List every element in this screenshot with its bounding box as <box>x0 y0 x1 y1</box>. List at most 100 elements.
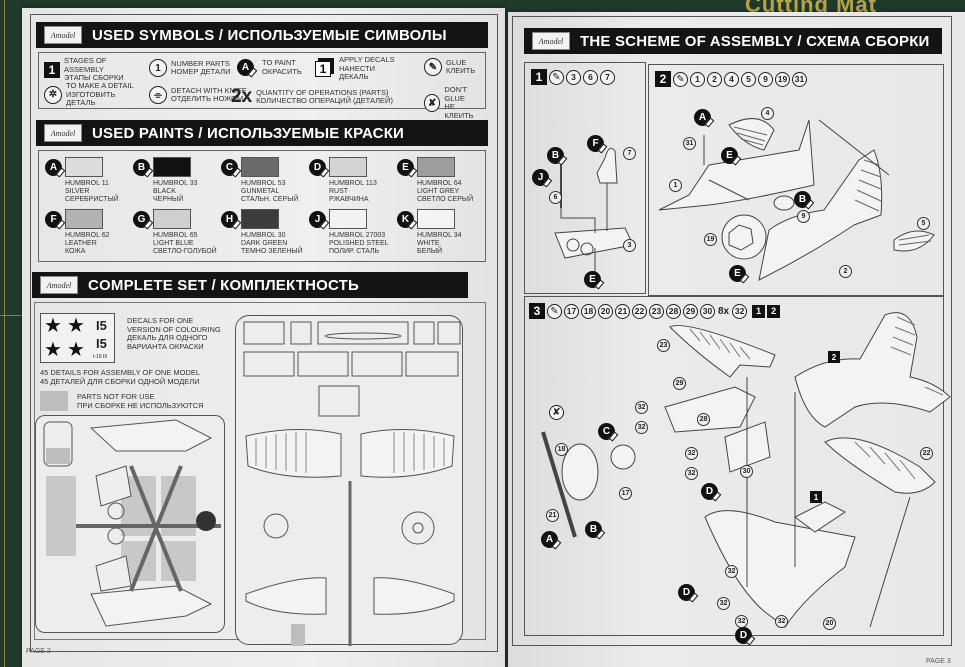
step-3-drawing <box>541 312 951 628</box>
paint-callout: A <box>541 531 558 548</box>
section-title: THE SCHEME OF ASSEMBLY / СХЕМА СБОРКИ <box>580 32 930 50</box>
section-header-assembly: Amodel THE SCHEME OF ASSEMBLY / СХЕМА СБ… <box>524 28 942 54</box>
text-line: DECALS FOR ONE <box>127 316 194 325</box>
part-number: 4 <box>724 71 739 87</box>
paint-callout: A <box>694 109 711 126</box>
paint-callout: D <box>735 627 752 644</box>
decal-icon: 1 <box>315 60 331 77</box>
symbol-text: NUMBER PARTS <box>171 58 230 68</box>
part-label: 28 <box>697 413 710 426</box>
page-frame <box>30 14 498 652</box>
sprue-a-frame <box>35 415 225 633</box>
symbol-text: КОЛИЧЕСТВО ОПЕРАЦИЙ (ДЕТАЛЕЙ) <box>256 96 393 105</box>
symbol-text: QUANTITY OF OPERATIONS (PARTS) <box>256 87 389 97</box>
step-1-panel: 1 ✎ 3 6 7 B J F E 7 6 3 <box>524 62 646 294</box>
symbol-text: НАНЕСТИ <box>339 63 375 73</box>
paint-label-line: HUMBROL 64 <box>417 180 462 187</box>
brand-logo: Amodel <box>44 26 82 44</box>
symbol-text: TO MAKE A DETAIL <box>66 81 134 90</box>
paint-callout: E <box>584 271 601 288</box>
paint-callout: D <box>678 584 695 601</box>
glue-icon: ✎ <box>673 71 688 87</box>
part-label: 31 <box>683 137 696 150</box>
symbol-text: ЭТАПЫ СБОРКИ <box>64 73 124 82</box>
part-label: 20 <box>823 617 836 630</box>
paint-code-badge: H <box>221 211 238 228</box>
paint-label-line: LIGHT BLUE <box>153 240 194 247</box>
part-number: 17 <box>564 303 579 319</box>
stage-square-icon: 1 <box>44 61 60 78</box>
paint-label-line: ПОЛИР. СТАЛЬ <box>329 248 380 255</box>
brand-logo: Amodel <box>532 32 570 50</box>
color-swatch <box>153 209 191 229</box>
step-number: 2 <box>655 71 671 87</box>
paint-callout: D <box>701 483 718 500</box>
part-label: 6 <box>549 191 562 204</box>
symbol-text: ДЕКАЛЬ <box>339 72 369 81</box>
paint-code-badge: G <box>133 211 150 228</box>
step-3-panel: 3 ✎ 17 18 20 21 22 23 28 29 30 8x 32 1 2 <box>524 296 951 644</box>
color-swatch <box>417 209 455 229</box>
paint-label-line: HUMBROL 65 <box>153 232 198 239</box>
mat-grid-line <box>4 0 5 667</box>
part-number: 23 <box>649 303 664 319</box>
part-number: 29 <box>683 303 698 319</box>
brand-logo: Amodel <box>40 276 78 294</box>
part-number: 32 <box>732 303 748 319</box>
text-line: 45 ДЕТАЛЕЙ ДЛЯ СБОРКИ ОДНОЙ МОДЕЛИ <box>40 376 200 386</box>
paint-callout: C <box>598 423 615 440</box>
decal-number: I5 <box>96 318 107 333</box>
color-swatch <box>241 157 279 177</box>
symbol-text: DON'T GLUE <box>444 85 467 103</box>
not-for-use-swatch <box>40 391 68 411</box>
paint-code-badge: A <box>45 159 62 176</box>
part-number: 30 <box>700 303 715 319</box>
paint-code-badge: D <box>309 159 326 176</box>
decal-caption: I-16 III <box>93 354 108 360</box>
color-swatch <box>241 209 279 229</box>
sprue-b-drawing <box>243 321 461 646</box>
part-label: 32 <box>685 467 698 480</box>
part-number: 18 <box>581 303 596 319</box>
text-line: VERSION OF COLOURING <box>127 324 221 334</box>
paint-label-line: WHITE <box>417 240 440 247</box>
paint-label-line: HUMBROL 53 <box>241 180 286 187</box>
part-label: 30 <box>740 465 753 478</box>
complete-set-panel: ★ ★ ★ ★ I5 I5 I-16 III DECALS FOR ONE VE… <box>34 302 486 646</box>
paint-label-line: HUMBROL 62 <box>65 232 110 239</box>
paint-callout: J <box>532 169 549 186</box>
sprue-a-drawing <box>43 419 221 627</box>
part-label: 32 <box>725 565 738 578</box>
part-label: 32 <box>735 615 748 628</box>
part-label: 32 <box>635 421 648 434</box>
paint-label-line: СЕРЕБРИСТЫЙ <box>65 196 119 203</box>
part-label: 32 <box>775 615 788 628</box>
part-number: 20 <box>598 303 613 319</box>
part-label: 4 <box>761 107 774 120</box>
part-number: 31 <box>792 71 807 87</box>
paint-code-badge: J <box>309 211 326 228</box>
section-header-symbols: Amodel USED SYMBOLS / ИСПОЛЬЗУЕМЫЕ СИМВО… <box>36 22 488 48</box>
paint-code-badge: K <box>397 211 414 228</box>
section-header-paints: Amodel USED PAINTS / ИСПОЛЬЗУЕМЫЕ КРАСКИ <box>36 120 488 146</box>
part-number: 1 <box>690 71 705 87</box>
symbol-text: ДЕТАЛЬ <box>66 98 96 107</box>
part-label: 21 <box>546 509 559 522</box>
part-number: 22 <box>632 303 647 319</box>
part-label: 18 <box>555 443 568 456</box>
paint-callout: B <box>547 147 564 164</box>
paint-label-line: LEATHER <box>65 240 97 247</box>
paint-code-badge: F <box>45 211 62 228</box>
paint-label-line: HUMBROL 34 <box>417 232 462 239</box>
paint-callout: F <box>587 135 604 152</box>
